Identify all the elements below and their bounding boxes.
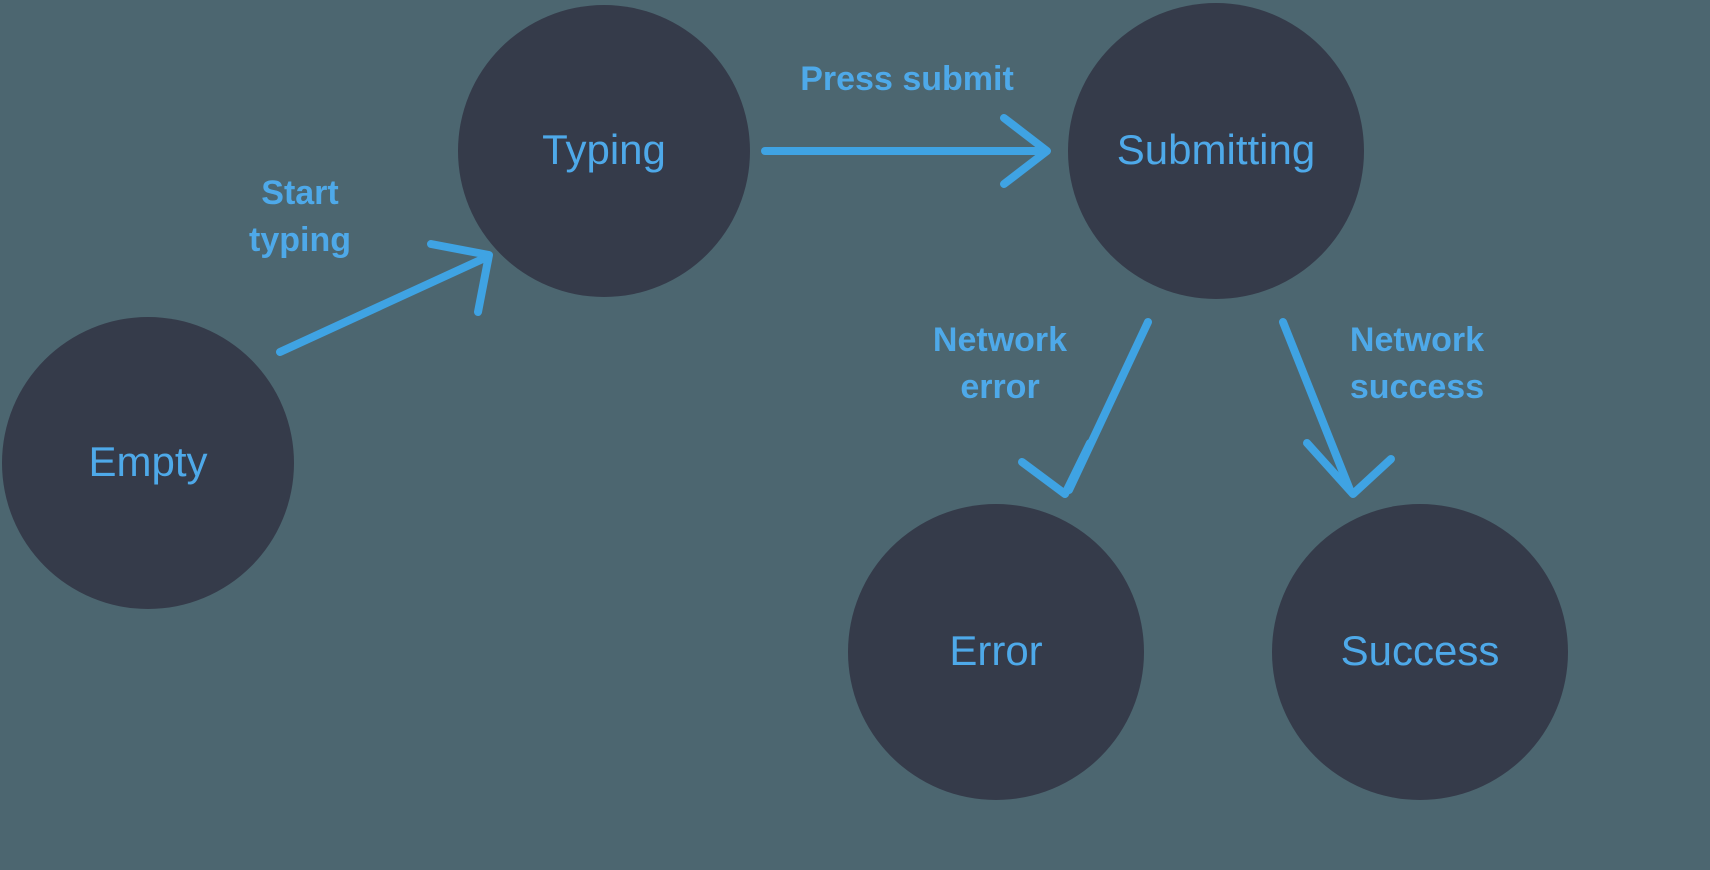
state-node-empty-label: Empty bbox=[88, 438, 207, 485]
transition-start-typing: Start typing bbox=[249, 174, 493, 356]
state-node-typing[interactable]: Typing bbox=[458, 5, 750, 297]
state-node-error-label: Error bbox=[949, 627, 1042, 674]
transition-network-error-label-line-2: error bbox=[960, 368, 1039, 406]
transition-start-typing-label-line-2: typing bbox=[249, 221, 351, 259]
transition-start-typing-label-line-1: Start bbox=[261, 174, 338, 212]
transition-network-success-arrowhead bbox=[1303, 439, 1395, 498]
transition-start-typing-line bbox=[276, 253, 491, 356]
state-node-error-circle[interactable] bbox=[848, 504, 1144, 800]
state-node-success-label: Success bbox=[1341, 627, 1500, 674]
transition-network-success-label-line-1: Network bbox=[1350, 321, 1484, 359]
state-node-error[interactable]: Error bbox=[848, 504, 1144, 800]
transition-network-error-arrowhead bbox=[1018, 439, 1094, 498]
state-node-empty-circle[interactable] bbox=[2, 317, 294, 609]
state-node-typing-label: Typing bbox=[542, 126, 666, 173]
state-node-success[interactable]: Success bbox=[1272, 504, 1568, 800]
state-node-typing-circle[interactable] bbox=[458, 5, 750, 297]
transition-network-success: Network success bbox=[1279, 318, 1484, 498]
state-node-submitting-label: Submitting bbox=[1117, 126, 1315, 173]
transition-network-error: Network error bbox=[933, 318, 1152, 498]
state-node-success-circle[interactable] bbox=[1272, 504, 1568, 800]
transition-network-success-line bbox=[1279, 318, 1354, 494]
transition-start-typing-arrowhead bbox=[427, 240, 493, 316]
state-node-submitting-circle[interactable] bbox=[1068, 3, 1364, 299]
state-node-empty[interactable]: Empty bbox=[2, 317, 294, 609]
transition-network-success-label-line-2: success bbox=[1350, 368, 1484, 406]
transition-network-error-label-line-1: Network bbox=[933, 321, 1067, 359]
transition-press-submit-label: Press submit bbox=[800, 60, 1014, 98]
transition-press-submit-arrowhead bbox=[1000, 114, 1051, 188]
transition-press-submit: Press submit bbox=[761, 60, 1051, 188]
state-node-submitting[interactable]: Submitting bbox=[1068, 3, 1364, 299]
